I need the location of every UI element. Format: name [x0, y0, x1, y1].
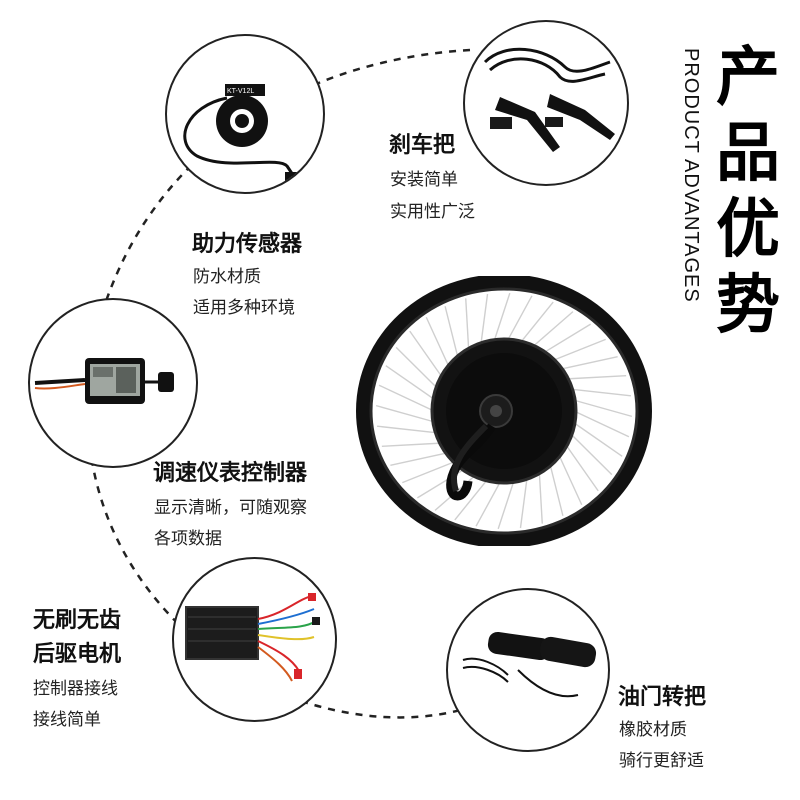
page-title: 产品优势 [716, 41, 780, 343]
sensor-title: 助力传感器 [192, 232, 303, 257]
throttle-grip-icon [462, 631, 597, 698]
sensor-line1: 防水材质 [193, 267, 261, 287]
display-line1: 显示清晰，可随观察 [154, 498, 307, 518]
throttle-line2: 骑行更舒适 [619, 751, 704, 771]
controller-line2: 接线简单 [33, 710, 101, 730]
lcd-display-image [28, 298, 198, 468]
motor-title-line2: 后驱电机 [33, 642, 122, 667]
brake-lever-icon [483, 47, 615, 152]
brake-line2: 实用性广泛 [390, 202, 475, 222]
brake-lever-image [463, 20, 629, 186]
display-line2: 各项数据 [154, 529, 222, 549]
throttle-grip-image [446, 588, 610, 752]
pas-sensor-icon: KT-V12L [183, 84, 301, 184]
pas-sensor-image: KT-V12L [165, 34, 325, 194]
sensor-line2: 适用多种环境 [193, 298, 295, 318]
motor-title-line1: 无刷无齿 [33, 608, 122, 633]
hub-motor-wheel-icon [356, 276, 652, 546]
controller-box-icon [185, 593, 320, 682]
page-subtitle: PRODUCT ADVANTAGES [680, 48, 702, 303]
throttle-line1: 橡胶材质 [619, 720, 687, 740]
sensor-device-label: KT-V12L [227, 88, 254, 95]
brake-line1: 安装简单 [390, 170, 458, 190]
display-title: 调速仪表控制器 [153, 461, 308, 486]
throttle-title: 油门转把 [618, 685, 707, 710]
lcd-display-icon [34, 358, 174, 404]
controller-line1: 控制器接线 [33, 679, 118, 699]
controller-box-image [172, 557, 337, 722]
brake-title: 刹车把 [389, 133, 456, 158]
